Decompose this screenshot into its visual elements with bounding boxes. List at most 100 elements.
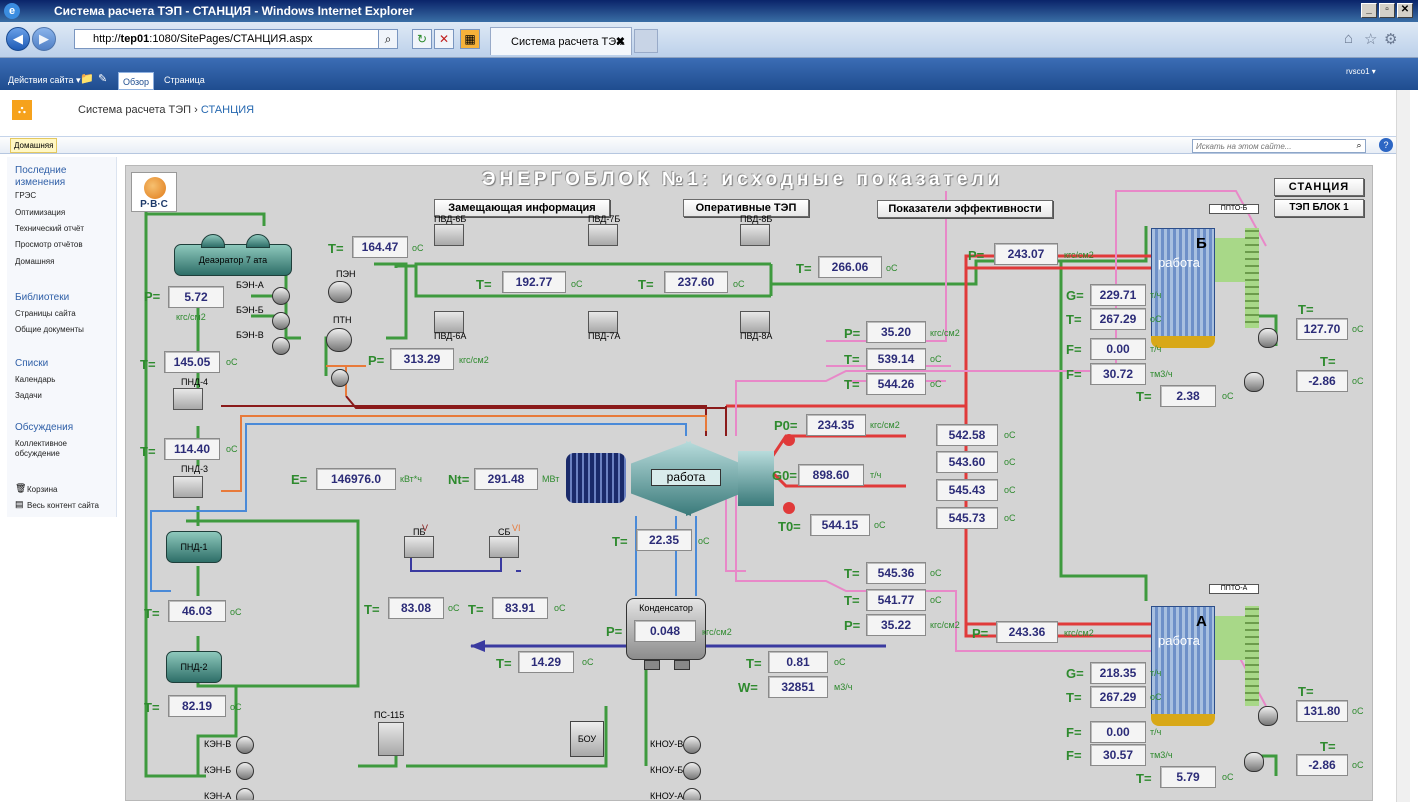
pump-icon[interactable] [272,287,290,305]
nav-item[interactable]: Общие документы [15,325,84,334]
deaerator-tank[interactable]: Деаэратор 7 ата [174,244,292,276]
nav-recent[interactable]: Последние изменения [15,165,67,188]
edit-icon[interactable]: ✎ [98,73,108,85]
nav-item[interactable]: Задачи [15,391,42,400]
value-box: 0.00 [1090,721,1146,743]
nav-item[interactable]: Технический отчёт [15,224,85,233]
drive-turbine-icon[interactable] [331,369,349,387]
page-scrollbar[interactable] [1396,90,1410,802]
ppto-b[interactable]: ППТО-Б [1209,204,1259,214]
ppto-a[interactable]: ППТО-А [1209,584,1259,594]
fan-icon[interactable] [1244,372,1264,392]
pump-icon[interactable] [236,736,254,754]
turbo-pump-icon[interactable] [326,328,352,352]
nav-libraries[interactable]: Библиотеки [15,292,70,303]
heater-pvd8b[interactable]: ПВД-8Б [740,214,772,246]
valve-icon[interactable] [783,502,795,514]
nav-lists[interactable]: Списки [15,358,49,369]
stop-icon[interactable]: ✕ [434,29,454,49]
tab-page[interactable]: Страница [164,75,205,85]
scheme-title: ЭНЕРГОБЛОК №1: исходные показатели [482,169,1004,190]
pump-icon[interactable] [236,762,254,780]
heater-ps115[interactable] [378,722,404,756]
operational-tep-button[interactable]: Оперативные ТЭП [683,199,809,217]
boiler-b[interactable]: Б работа [1151,228,1215,340]
heater-pvd7a[interactable]: ПВД-7А [588,311,620,341]
heater-pvd8a[interactable]: ПВД-8А [740,311,772,341]
folder-icon[interactable]: 📁 [80,73,94,85]
breadcrumb-root[interactable]: Система расчета ТЭП [78,104,192,116]
bou-unit[interactable]: БОУ [570,721,604,757]
pump-icon[interactable] [272,312,290,330]
maximize-button[interactable]: ▫ [1379,3,1395,18]
gear-icon[interactable]: ⚙ [1384,31,1398,48]
fan-icon[interactable] [1258,328,1278,348]
heater-pvd6b[interactable]: ПВД-6Б [434,214,466,246]
pump-icon[interactable] [272,337,290,355]
boiler-a[interactable]: А работа [1151,606,1215,718]
nav-item[interactable]: ГРЭС [15,191,37,200]
top-nav-home[interactable]: Домашняя [10,138,58,153]
tep-block1-button[interactable]: ТЭП БЛОК 1 [1274,199,1364,217]
address-bar[interactable]: http://tep01:1080/SitePages/СТАНЦИЯ.aspx [74,29,396,49]
pnd-steam-line [150,423,687,592]
value-box: -2.86 [1296,370,1348,392]
nav-all-content[interactable]: Весь контент сайта [27,501,99,510]
heater-sb[interactable]: СБ [489,527,519,558]
nav-recycle-bin[interactable]: Корзина [27,485,58,494]
pump-icon[interactable] [328,281,352,303]
nav-item[interactable]: Оптимизация [15,208,66,217]
nav-discussions[interactable]: Обсуждения [15,422,74,433]
back-icon[interactable]: ◀ [6,27,30,51]
heater-pnd2[interactable]: ПНД-2 [166,651,222,683]
value-box: 83.08 [388,597,444,619]
nav-item[interactable]: Страницы сайта [15,309,76,318]
pump-icon[interactable] [683,788,701,800]
value-box: 2.38 [1160,385,1216,407]
site-actions-menu[interactable]: Действия сайта ▾ [8,75,81,85]
heater-pnd3[interactable] [173,476,203,498]
nav-item[interactable]: Коллективное обсуждение [15,439,68,458]
substitute-info-button[interactable]: Замещающая информация [434,199,610,217]
nav-item[interactable]: Домашняя [15,257,55,266]
value-box: 32851 [768,676,828,698]
main-steam-line [786,254,1151,408]
site-logo[interactable]: ⛬ [12,100,32,120]
generator[interactable] [566,453,626,503]
heater-pvd6a[interactable]: ПВД-6А [434,311,466,341]
search-icon[interactable]: ⌕ [1356,140,1362,150]
tab-browse[interactable]: Обзор [118,72,154,90]
home-icon[interactable]: ⌂ [1344,30,1354,47]
heater-pb[interactable]: ПБ [404,527,434,558]
refresh-icon[interactable]: ↻ [412,29,432,49]
close-button[interactable]: ✕ [1397,3,1413,18]
new-tab-button[interactable] [634,29,658,53]
fan-icon[interactable] [1244,752,1264,772]
nav-item[interactable]: Календарь [15,375,56,384]
station-button[interactable]: СТАНЦИЯ [1274,178,1364,196]
fan-icon[interactable] [1258,706,1278,726]
browser-tab[interactable]: Система расчета ТЭ...✖ [490,27,632,55]
user-menu[interactable]: rvsco1 ▾ [1346,67,1376,76]
tab-close-icon[interactable]: ✖ [615,36,625,48]
turbine-lp[interactable] [738,451,774,506]
value-box: 30.57 [1090,744,1146,766]
feedwater-line [374,262,408,340]
search-icon[interactable]: ⌕ [378,29,398,49]
help-icon[interactable]: ? [1379,138,1393,152]
forward-icon[interactable]: ▶ [32,27,56,51]
nav-item[interactable]: Просмотр отчётов [15,240,83,249]
heater-pnd1[interactable]: ПНД-1 [166,531,222,563]
favorites-icon[interactable]: ☆ [1364,31,1378,48]
value-box: 83.91 [492,597,548,619]
efficiency-indicators-button[interactable]: Показатели эффективности [877,200,1053,218]
valve-icon[interactable] [783,434,795,446]
pump-icon[interactable] [683,736,701,754]
heater-pnd4[interactable] [173,388,203,410]
pump-icon[interactable] [236,788,254,800]
pump-icon[interactable] [683,762,701,780]
minimize-button[interactable]: _ [1361,3,1377,18]
exhaust-line [635,516,697,596]
heater-pvd7b[interactable]: ПВД-7Б [588,214,620,246]
site-search-input[interactable] [1192,139,1366,153]
